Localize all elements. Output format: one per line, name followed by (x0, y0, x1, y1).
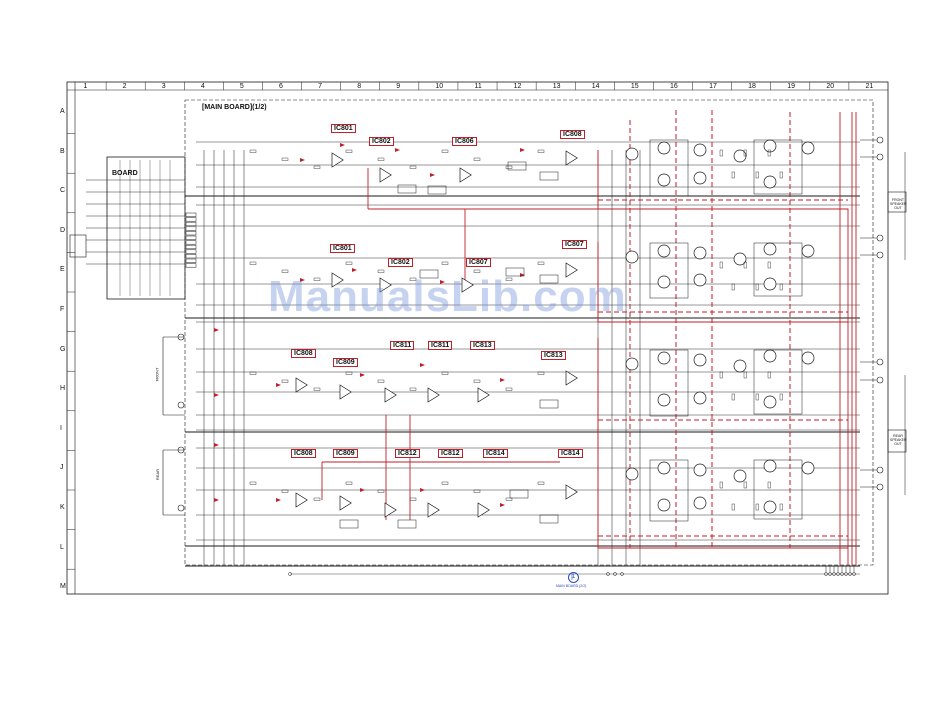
ic811-label: IC811 (390, 341, 415, 350)
column-number: 3 (161, 83, 166, 90)
ic808-label-3: IC808 (291, 449, 316, 458)
column-number: 17 (709, 83, 717, 90)
row-letter: H (60, 385, 66, 393)
sheet-frame (66, 81, 889, 595)
row-letter: F (60, 306, 65, 313)
ic806-label: IC806 (452, 137, 477, 146)
row-letter: A (60, 108, 65, 115)
ic813-label: IC813 (470, 341, 495, 350)
ic802-label-2: IC802 (388, 258, 413, 267)
rear-label: REAR (155, 468, 161, 481)
watermark: ManualsLib.com (268, 272, 627, 321)
row-letter: B (60, 147, 65, 155)
row-letter: I (60, 424, 62, 432)
front-label: FRONT (154, 367, 160, 382)
ic811-label-2: IC811 (428, 341, 453, 350)
column-number: 4 (200, 83, 205, 90)
column-number: 13 (552, 83, 561, 90)
page-title: [MAIN BOARD](1/2) (202, 104, 267, 111)
ic808-label: IC808 (560, 130, 585, 139)
connector-ref-circle: 1 (568, 572, 579, 583)
column-number: 8 (357, 83, 362, 90)
row-letter: G (60, 345, 66, 353)
column-number: 15 (630, 83, 639, 90)
ic808-label-2: IC808 (291, 349, 316, 358)
sub-board-label: BOARD (112, 170, 138, 177)
ic814-label: IC814 (483, 449, 508, 458)
column-number: 6 (279, 83, 283, 90)
column-number: 16 (669, 83, 678, 90)
schematic-components (249, 139, 815, 529)
ic812-label: IC812 (395, 449, 420, 458)
column-number: 5 (239, 83, 244, 90)
ic802-label: IC802 (369, 137, 394, 146)
ic809-label-2: IC809 (333, 449, 358, 458)
ic814-label-2: IC814 (558, 449, 583, 458)
column-number: 7 (318, 83, 323, 90)
row-letter: M (60, 583, 66, 591)
row-letter: D (60, 226, 66, 234)
rear-speaker-label: REAR SPEAKER OUT (890, 434, 907, 446)
row-letter: L (60, 543, 64, 551)
row-letter: E (60, 266, 65, 274)
column-number: 10 (435, 83, 444, 90)
ic801-label: IC801 (331, 124, 356, 133)
row-letter: K (60, 504, 65, 511)
front-speaker-label: FRONT SPEAKER OUT (890, 198, 907, 210)
column-number: 9 (396, 83, 401, 90)
ic813-label-2: IC813 (541, 351, 566, 360)
signal-paths-red (214, 110, 857, 565)
ic801-label-2: IC801 (330, 244, 355, 253)
column-number: 18 (748, 83, 756, 90)
column-number: 2 (122, 83, 127, 90)
column-number: 20 (826, 83, 835, 90)
row-letter: J (60, 464, 64, 472)
column-number: 11 (474, 83, 482, 90)
column-number: 14 (591, 83, 600, 90)
row-letter: C (60, 187, 66, 195)
column-number: 1 (83, 83, 88, 90)
column-number: 21 (865, 83, 874, 90)
ic807-label-2: IC807 (562, 240, 587, 249)
ic807-label: IC807 (466, 258, 491, 267)
ic809-label: IC809 (333, 358, 358, 367)
ic812-label-2: IC812 (438, 449, 463, 458)
column-number: 19 (787, 83, 796, 90)
column-number: 12 (513, 83, 522, 90)
connector-ref-note: MAIN BOARD (2/2) (556, 584, 587, 588)
